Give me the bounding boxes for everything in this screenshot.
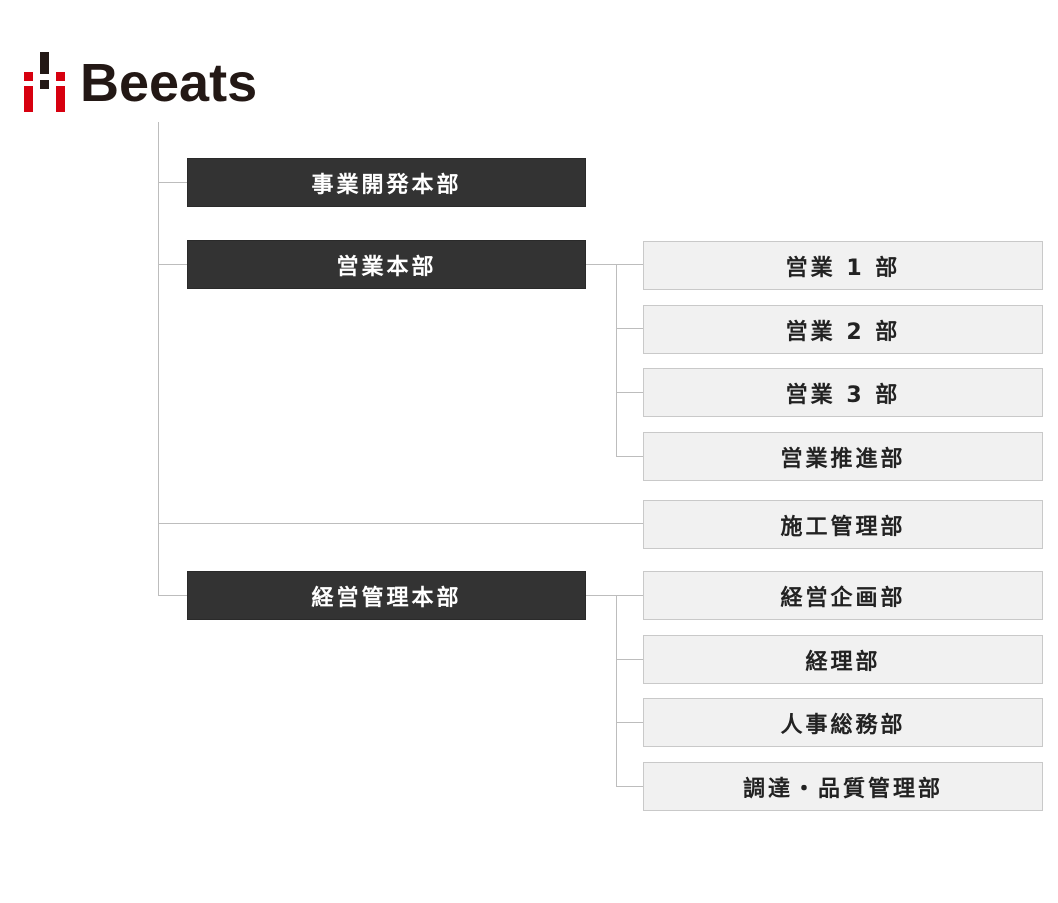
management-branch-4 xyxy=(616,786,644,787)
department-construction-management: 施工管理部 xyxy=(643,500,1043,549)
trunk-line xyxy=(158,122,159,596)
division-management: 経営管理本部 xyxy=(187,571,586,620)
department-sales-promotion: 営業推進部 xyxy=(643,432,1043,481)
department-label: 営業 2 部 xyxy=(785,319,901,345)
division-label: 事業開発本部 xyxy=(311,172,462,198)
department-sales-2: 営業 2 部 xyxy=(643,305,1043,354)
logo-mark-icon xyxy=(22,48,72,118)
management-connector-horizontal xyxy=(586,595,616,596)
department-label: 調達・品質管理部 xyxy=(742,776,943,802)
logo-text: Beeats xyxy=(80,53,258,113)
division-label: 営業本部 xyxy=(336,254,437,280)
sales-connector-vertical xyxy=(616,264,617,456)
department-label: 営業 1 部 xyxy=(785,255,901,281)
department-label: 営業推進部 xyxy=(780,446,906,472)
sales-branch-3 xyxy=(616,392,644,393)
department-label: 営業 3 部 xyxy=(785,382,901,408)
department-sales-1: 営業 1 部 xyxy=(643,241,1043,290)
department-corporate-planning: 経営企画部 xyxy=(643,571,1043,620)
department-hr-general-affairs: 人事総務部 xyxy=(643,698,1043,747)
management-connector-vertical xyxy=(616,595,617,786)
department-accounting: 経理部 xyxy=(643,635,1043,684)
department-label: 人事総務部 xyxy=(780,712,906,738)
division-label: 経営管理本部 xyxy=(311,585,462,611)
department-sales-3: 営業 3 部 xyxy=(643,368,1043,417)
division-sales: 営業本部 xyxy=(187,240,586,289)
department-label: 経営企画部 xyxy=(780,585,906,611)
division-business-development: 事業開発本部 xyxy=(187,158,586,207)
department-label: 施工管理部 xyxy=(780,514,906,540)
branch-line-business-dev xyxy=(158,182,188,183)
branch-line-sales xyxy=(158,264,188,265)
management-branch-2 xyxy=(616,659,644,660)
sales-connector-horizontal xyxy=(586,264,616,265)
management-branch-3 xyxy=(616,722,644,723)
sales-branch-1 xyxy=(616,264,644,265)
sales-branch-2 xyxy=(616,328,644,329)
department-label: 経理部 xyxy=(805,649,881,675)
sales-branch-4 xyxy=(616,456,644,457)
management-branch-1 xyxy=(616,595,644,596)
branch-line-construction xyxy=(158,523,644,524)
department-procurement-quality: 調達・品質管理部 xyxy=(643,762,1043,811)
company-logo: Beeats xyxy=(22,48,257,118)
branch-line-management xyxy=(158,595,188,596)
